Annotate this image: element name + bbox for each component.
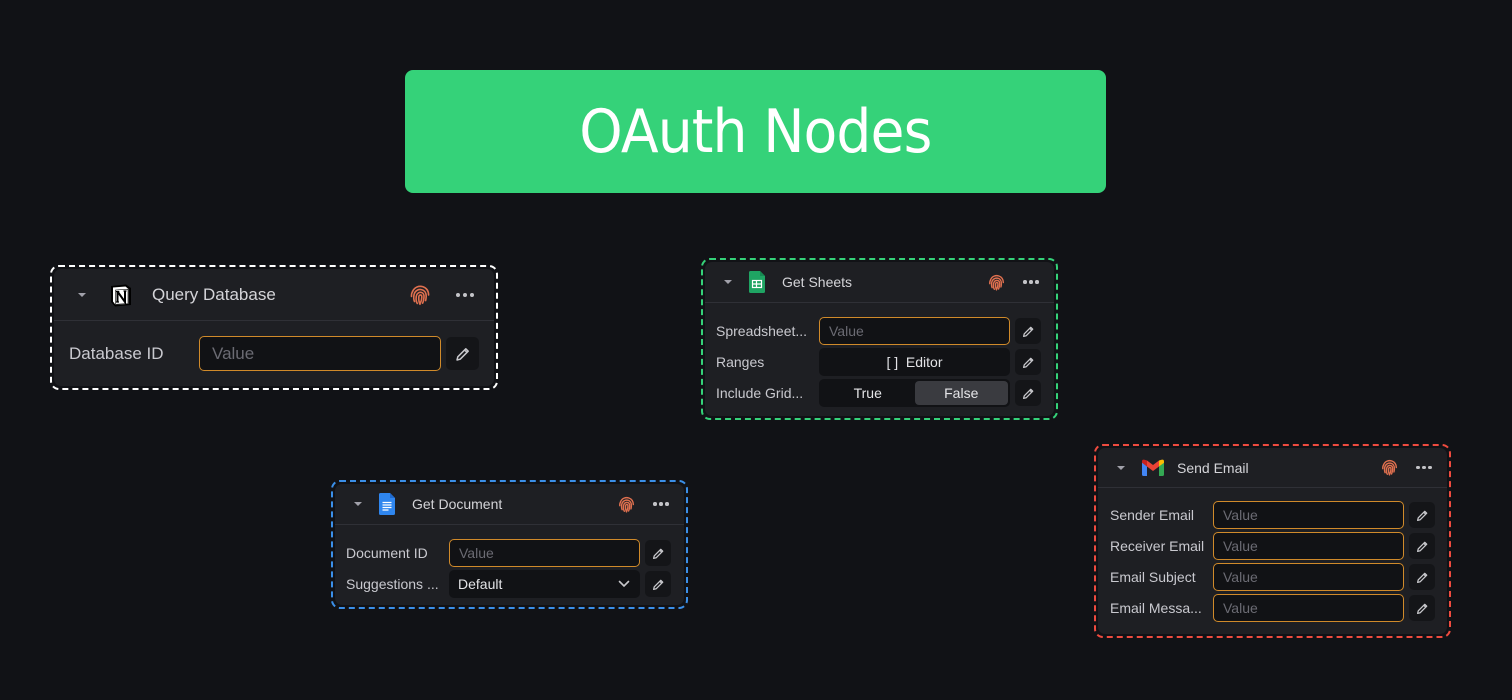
suggestions-select-value: Default — [458, 576, 503, 592]
google-sheets-icon — [749, 271, 765, 293]
google-docs-icon — [379, 493, 395, 515]
fingerprint-icon[interactable] — [616, 494, 636, 514]
database-id-input[interactable] — [199, 336, 441, 371]
email-subject-input[interactable] — [1213, 563, 1404, 591]
collapse-caret-icon[interactable] — [1117, 465, 1125, 470]
toggle-option-true[interactable]: True — [853, 385, 882, 401]
fingerprint-icon[interactable] — [407, 282, 433, 308]
edit-pencil-icon[interactable] — [1015, 380, 1041, 406]
collapse-caret-icon[interactable] — [78, 292, 86, 297]
node-send-email[interactable]: Send Email Sender Email — [1094, 444, 1451, 638]
title-banner: OAuth Nodes — [405, 70, 1106, 193]
edit-pencil-icon[interactable] — [1409, 595, 1435, 621]
banner-title: OAuth Nodes — [579, 96, 932, 167]
field-label-email-subject: Email Subject — [1110, 569, 1196, 585]
field-label-email-message: Email Messa... — [1110, 600, 1202, 616]
field-label-ranges: Ranges — [716, 354, 765, 370]
gmail-icon — [1142, 459, 1164, 476]
field-label-spreadsheet: Spreadsheet... — [716, 323, 808, 339]
fingerprint-icon[interactable] — [1379, 458, 1399, 478]
document-id-input[interactable] — [449, 539, 640, 567]
edit-pencil-icon[interactable] — [1409, 502, 1435, 528]
field-label-database-id: Database ID — [69, 343, 164, 363]
ranges-editor-label: [ ] Editor — [886, 354, 943, 370]
spreadsheet-input[interactable] — [819, 317, 1010, 345]
ranges-editor-button[interactable]: [ ] Editor — [819, 348, 1010, 376]
node-title: Query Database — [152, 284, 276, 304]
collapse-caret-icon[interactable] — [354, 502, 362, 506]
chevron-down-icon — [618, 580, 630, 588]
include-grid-toggle[interactable]: True False — [819, 379, 1010, 407]
field-label-receiver-email: Receiver Email — [1110, 538, 1205, 554]
notion-icon — [107, 281, 135, 309]
field-label-sender-email: Sender Email — [1110, 507, 1195, 523]
edit-pencil-icon[interactable] — [1015, 318, 1041, 344]
toggle-option-false[interactable]: False — [914, 381, 1008, 405]
edit-pencil-icon[interactable] — [645, 571, 671, 597]
node-get-sheets[interactable]: Get Sheets Spreadsheet... — [701, 258, 1058, 420]
node-title: Get Sheets — [782, 274, 853, 290]
more-options-icon[interactable] — [454, 292, 476, 297]
edit-pencil-icon[interactable] — [1409, 564, 1435, 590]
edit-pencil-icon[interactable] — [645, 540, 671, 566]
field-label-document-id: Document ID — [346, 545, 428, 561]
more-options-icon[interactable] — [652, 502, 670, 506]
more-options-icon[interactable] — [1022, 280, 1040, 284]
field-label-include-grid: Include Grid... — [716, 385, 804, 401]
more-options-icon[interactable] — [1415, 465, 1433, 470]
edit-pencil-icon[interactable] — [1015, 349, 1041, 375]
suggestions-select[interactable]: Default — [449, 570, 640, 598]
sender-email-input[interactable] — [1213, 501, 1404, 529]
node-query-database[interactable]: Query Database Database ID — [50, 265, 498, 390]
edit-pencil-icon[interactable] — [446, 337, 479, 370]
edit-pencil-icon[interactable] — [1409, 533, 1435, 559]
collapse-caret-icon[interactable] — [724, 280, 732, 284]
node-get-document[interactable]: Get Document Document ID — [331, 480, 688, 609]
field-label-suggestions: Suggestions ... — [346, 576, 439, 592]
node-title: Send Email — [1177, 459, 1249, 476]
fingerprint-icon[interactable] — [986, 272, 1006, 292]
node-title: Get Document — [412, 496, 503, 512]
email-message-input[interactable] — [1213, 594, 1404, 622]
receiver-email-input[interactable] — [1213, 532, 1404, 560]
